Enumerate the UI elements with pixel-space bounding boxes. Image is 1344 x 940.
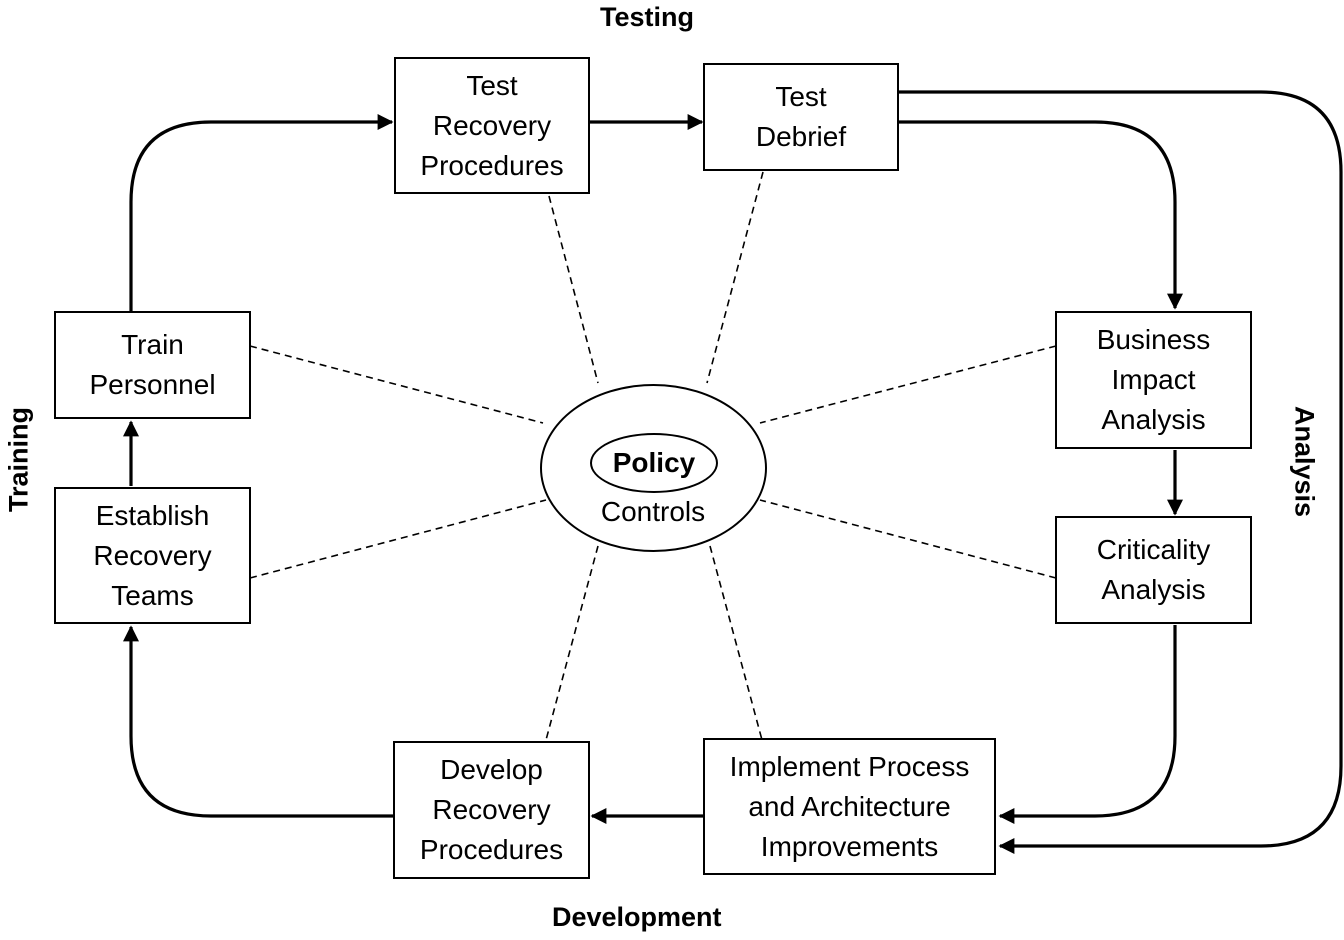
box-line: Test xyxy=(466,69,518,101)
policy-oval: Policy xyxy=(590,433,718,493)
controls-label: Controls xyxy=(600,496,706,527)
box-line: Criticality xyxy=(1096,534,1211,565)
box-implement-improvements: Implement Process and Architecture Impro… xyxy=(703,738,996,875)
box-line: Analysis xyxy=(1101,574,1206,605)
box-line: Implement Process xyxy=(729,750,970,782)
flow-arrows xyxy=(123,90,1343,854)
box-line: Teams xyxy=(111,579,194,611)
phase-label-testing: Testing xyxy=(600,2,694,32)
box-line: and Architecture xyxy=(748,790,951,822)
box-criticality-analysis: Criticality Analysis xyxy=(1055,516,1252,624)
arrow-develop-to-establish xyxy=(123,625,393,818)
box-line: Establish xyxy=(95,499,210,531)
phase-label-development: Development xyxy=(552,902,722,932)
box-line: Recovery xyxy=(93,539,212,571)
box-test-debrief: Test Debrief xyxy=(703,63,899,171)
box-line: Improvements xyxy=(760,830,939,862)
box-line: Test xyxy=(775,81,827,112)
arrow-train-to-test xyxy=(129,114,394,312)
box-line: Analysis xyxy=(1101,404,1206,435)
box-establish-recovery-teams: Establish Recovery Teams xyxy=(54,487,251,624)
box-business-impact-analysis: Business Impact Analysis xyxy=(1055,311,1252,449)
dashed-spokes xyxy=(249,171,1057,741)
box-line: Personnel xyxy=(89,369,216,400)
arrow-criticality-to-implement xyxy=(998,625,1177,824)
phase-label-analysis: Analysis xyxy=(1289,405,1320,518)
phase-label-training: Training xyxy=(3,407,34,513)
arrow-debrief-to-implement xyxy=(899,90,1343,854)
box-line: Develop xyxy=(440,754,543,785)
box-line: Business xyxy=(1096,324,1211,355)
box-line: Train xyxy=(121,329,184,360)
box-line: Debrief xyxy=(755,121,847,152)
box-test-recovery-procedures: Test Recovery Procedures xyxy=(394,57,590,194)
policy-label: Policy xyxy=(612,447,696,478)
box-line: Procedures xyxy=(420,149,564,181)
arrow-debrief-to-bia xyxy=(899,120,1183,310)
box-train-personnel: Train Personnel xyxy=(54,311,251,419)
box-line: Procedures xyxy=(419,834,564,865)
box-line: Recovery xyxy=(432,794,551,825)
box-line: Recovery xyxy=(432,109,552,141)
box-develop-recovery-procedures: Develop Recovery Procedures xyxy=(393,741,590,879)
box-line: Impact xyxy=(1111,364,1196,395)
